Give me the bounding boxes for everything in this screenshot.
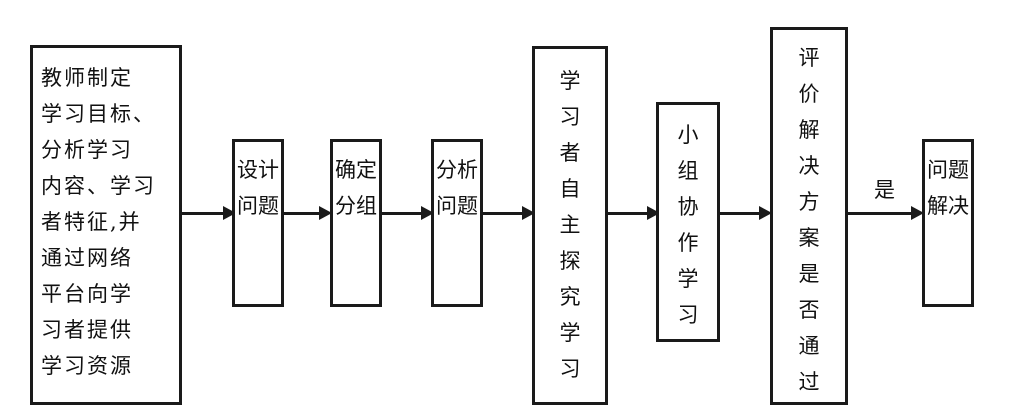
node-teacher-line-1: 教师制定: [41, 66, 133, 90]
node-evaluate: 评价解决方案是否通过: [770, 27, 848, 405]
node-teacher-line-7: 平台向学: [41, 282, 133, 306]
node-determine-groups: 确定分组: [330, 139, 382, 307]
node-self-study: 学习者自主探究学习: [532, 46, 608, 405]
node-teacher-line-3: 分析学习: [41, 138, 133, 162]
node-problem-solved-label: 问题解决: [927, 158, 969, 218]
node-design-problem-label: 设计问题: [237, 158, 279, 218]
edge-label-yes: 是: [874, 178, 895, 202]
arrow-4: [483, 206, 535, 220]
node-teacher-line-8: 习者提供: [41, 318, 133, 342]
node-teacher-line-4: 内容、学习: [41, 174, 156, 198]
node-teacher: 教师制定 学习目标、 分析学习 内容、学习 者特征,并 通过网络 平台向学 习者…: [30, 45, 182, 405]
arrow-3: [382, 206, 434, 220]
arrow-7: [848, 206, 924, 220]
node-analyze-problem-label: 分析问题: [436, 158, 478, 218]
node-self-study-label: 学习者自主探究学习: [559, 69, 581, 381]
node-analyze-problem: 分析问题: [431, 139, 483, 307]
arrow-5: [608, 206, 660, 220]
arrow-2: [284, 206, 332, 220]
arrow-6: [720, 206, 772, 220]
node-teacher-line-9: 学习资源: [41, 354, 133, 378]
node-problem-solved: 问题解决: [922, 139, 974, 307]
node-determine-groups-label: 确定分组: [335, 158, 377, 218]
node-group-collab-label: 小组协作学习: [677, 123, 699, 327]
node-evaluate-label: 评价解决方案是否通过: [798, 46, 820, 394]
node-teacher-line-5: 者特征,并: [41, 210, 142, 234]
node-group-collab: 小组协作学习: [656, 102, 720, 342]
node-teacher-line-6: 通过网络: [41, 246, 133, 270]
arrow-1: [182, 206, 236, 220]
node-design-problem: 设计问题: [232, 139, 284, 307]
node-teacher-line-2: 学习目标、: [41, 102, 156, 126]
